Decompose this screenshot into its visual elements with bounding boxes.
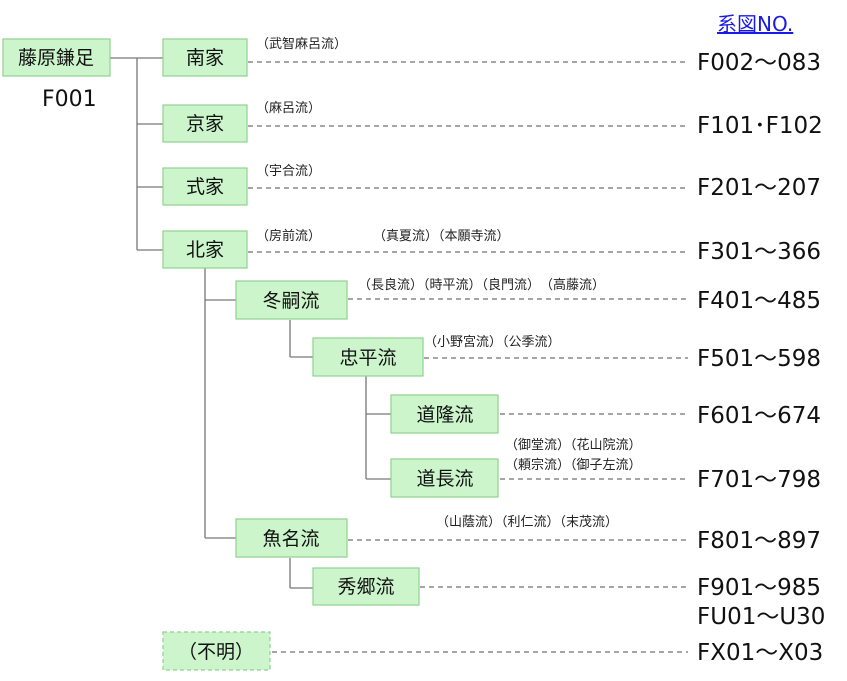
root-code: F001 — [42, 87, 97, 112]
code-hidesato: F901～985 — [697, 575, 821, 601]
lineage-uona: （山蔭流）（利仁流）（末茂流） — [436, 515, 618, 530]
lineage-shikike: （宇合流） — [256, 164, 321, 179]
lineage-tadahira: （小野宮流）（公季流） — [424, 334, 561, 350]
code-shikike: F201～207 — [697, 175, 821, 201]
code-fumei: FX01～X03 — [697, 640, 823, 666]
node-name-hidesato: 秀郷流 — [337, 576, 394, 598]
node-box-michitaka — [390, 394, 499, 434]
node-name-nanke: 南家 — [186, 47, 224, 69]
node-name-fuyutsugu: 冬嗣流 — [262, 290, 319, 312]
node-box-fuyutsugu — [235, 280, 348, 320]
lineage-michinaga: （御堂流）（花山院流） — [505, 437, 642, 453]
code-tadahira: F501～598 — [697, 346, 821, 372]
legend-link[interactable]: 系図NO. — [717, 12, 793, 36]
node-name-shikike: 式家 — [186, 176, 224, 198]
node-box-nanke — [162, 38, 248, 77]
lineage-michinaga-2: （頼宗流）（御子左流） — [505, 457, 642, 473]
root-node-box — [2, 38, 111, 77]
node-box-fumei — [162, 631, 271, 671]
leader-lines — [248, 61, 688, 653]
node-name-michitaka: 道隆流 — [416, 404, 473, 426]
node-box-uona — [235, 518, 348, 558]
node-name-hokke: 北家 — [186, 239, 224, 261]
node-name-tadahira: 忠平流 — [339, 347, 396, 369]
node-box-hokke — [162, 230, 248, 269]
root-name: 藤原鎌足 — [18, 47, 94, 69]
node-name-kyoke: 京家 — [186, 113, 224, 135]
lineage-hokke-2: （真夏流）（本願寺流） — [373, 229, 510, 244]
node-name-uona: 魚名流 — [262, 528, 319, 550]
code-hokke: F301～366 — [697, 239, 821, 265]
node-name-michinaga: 道長流 — [416, 468, 473, 490]
node-box-hidesato — [312, 567, 420, 606]
lineage-nanke: （武智麻呂流） — [256, 37, 347, 52]
node-box-shikike — [162, 167, 248, 206]
code-michinaga: F701～798 — [697, 467, 821, 493]
node-box-tadahira — [312, 337, 424, 377]
tree-connectors — [110, 57, 391, 589]
code-michitaka: F601～674 — [697, 403, 821, 429]
node-box-kyoke — [162, 104, 248, 143]
code-uona: F801～897 — [697, 528, 821, 554]
node-box-michinaga — [390, 458, 499, 498]
lineage-fuyutsugu: （長良流）（時平流）（良門流） （高藤流） — [358, 277, 605, 293]
code-fuyutsugu: F401～485 — [697, 288, 821, 314]
lineage-hokke: （房前流） — [256, 228, 321, 244]
code-hidesato-2: FU01～U30 — [697, 604, 825, 630]
code-nanke: F002～083 — [697, 50, 821, 76]
lineage-kyoke: （麻呂流） — [256, 101, 321, 116]
node-name-fumei: （不明） — [178, 641, 254, 663]
code-kyoke: F101･F102 — [697, 113, 823, 139]
